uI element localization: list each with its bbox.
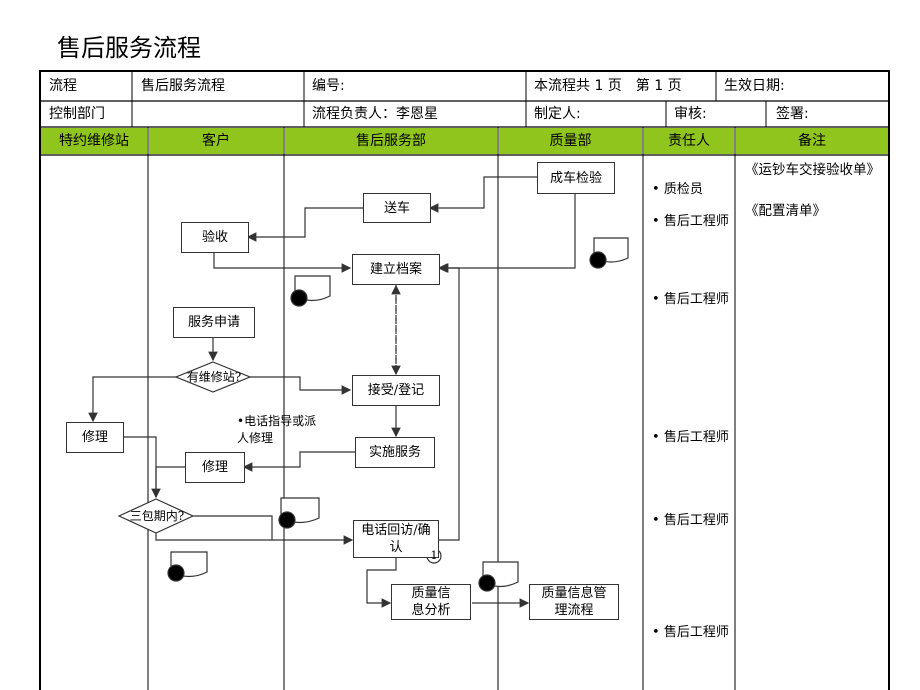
connector-number: 1 (430, 549, 438, 562)
lane-header-quality: 质量部 (499, 128, 642, 154)
node-deliver: 送车 (363, 193, 431, 223)
sign-label: 签署: (776, 106, 809, 122)
author-label: 制定人: (534, 106, 581, 122)
label-warranty: 三包期内? (129, 509, 185, 523)
responsible-item: • 质检员 (652, 182, 703, 197)
responsible-item: • 售后工程师 (652, 513, 729, 528)
page-title: 售后服务流程 (57, 34, 201, 62)
node-receive-register: 接受/登记 (352, 375, 440, 406)
document-icon (167, 551, 208, 582)
node-service-request: 服务申请 (173, 307, 255, 338)
process-value: 售后服务流程 (141, 78, 225, 94)
decision-has-station (174, 361, 252, 393)
effective-date-label: 生效日期: (724, 78, 785, 94)
lane-header-client: 客户 (149, 128, 283, 154)
label-phone-guide: •电话指导或派人修理 (237, 414, 317, 445)
note-config-list: 《配置清单》 (745, 203, 826, 219)
node-quality-mgmt: 质量信息管理流程 (529, 584, 619, 620)
responsible-item: • 售后工程师 (652, 625, 729, 640)
document-icon (290, 275, 331, 307)
responsible-item: • 售后工程师 (652, 292, 729, 307)
lane-header-notes: 备注 (736, 128, 888, 154)
lane-header-responsible: 责任人 (644, 128, 734, 154)
note-handover-form: 《运钞车交接验收单》 (745, 162, 880, 178)
label-has-station: 有维修站? (186, 370, 242, 384)
dept-label: 控制部门 (49, 106, 105, 122)
node-quality-analysis: 质量信息分析 (391, 584, 471, 620)
responsible-item: • 售后工程师 (652, 430, 729, 445)
node-implement-service: 实施服务 (355, 437, 435, 468)
document-icon (278, 497, 320, 529)
lane-header-station: 特约维修站 (41, 128, 147, 154)
node-repair-client: 修理 (185, 452, 245, 483)
reviewer-label: 审核: (674, 106, 707, 122)
node-phone-visit: 电话回访/确认 (353, 520, 439, 558)
node-build-file: 建立档案 (352, 254, 440, 285)
owner-text: 流程负责人：李恩星 (312, 106, 438, 122)
lane-header-service: 售后服务部 (285, 128, 497, 154)
process-label: 流程 (49, 78, 77, 94)
table-frame (39, 70, 890, 690)
node-finished-check: 成车检验 (537, 162, 615, 194)
pages-text: 本流程共 1 页 第 1 页 (534, 78, 682, 94)
responsible-item: • 售后工程师 (652, 214, 729, 229)
decision-warranty (117, 498, 195, 534)
document-icon (478, 561, 519, 592)
document-icon (589, 237, 629, 269)
node-accept: 验收 (181, 222, 249, 253)
node-repair-station: 修理 (66, 422, 124, 453)
number-label: 编号: (312, 78, 345, 94)
